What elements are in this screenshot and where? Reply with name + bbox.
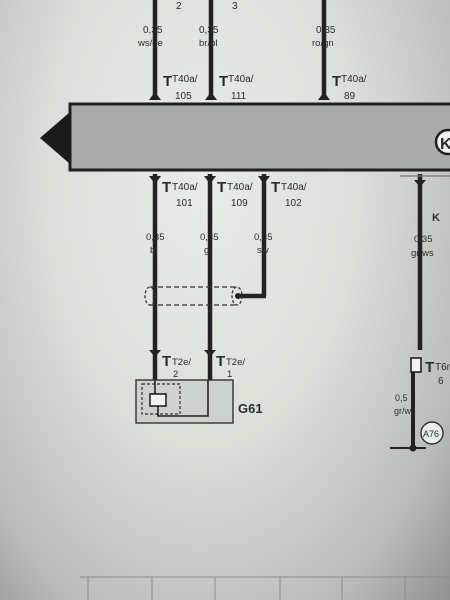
pin-arrow-icon (258, 176, 270, 184)
connector-id: T40a/ (172, 182, 198, 193)
shield-end-right (231, 286, 243, 306)
plug-letter: T (162, 353, 171, 370)
cable-shield (144, 286, 243, 306)
wire-color: gr/ws (411, 248, 434, 259)
plug-id: T2e/ (172, 357, 191, 368)
top-wire-1: 2 0,35 ws/ge T T40a/ 105 (137, 0, 198, 102)
plug-id: T2e/ (226, 357, 245, 368)
continuation-circle-label: K (440, 136, 450, 153)
wire-gauge: 0,35 (414, 234, 433, 245)
plug-arrow-icon (204, 350, 216, 357)
connector-bus-bar (68, 102, 450, 172)
pin-arrow-icon (149, 92, 161, 100)
wire-color: sw (257, 245, 269, 256)
pin-arrow-icon (205, 92, 217, 100)
continuation-circle (434, 128, 450, 156)
wire-color: bl (150, 245, 157, 256)
terminal-number: 109 (231, 198, 248, 209)
connector-id: T40a/ (172, 74, 198, 85)
connector-pin-box (410, 357, 422, 373)
connector-id: T40a/ (228, 74, 254, 85)
terminal-number: 105 (175, 91, 192, 102)
plug-pin: 1 (227, 369, 232, 380)
terminal-number: 111 (231, 91, 247, 102)
component-g61: G61 (135, 379, 263, 424)
wire-gauge: 0,35 (143, 25, 163, 36)
wire-gauge-2: 0,5 (395, 393, 408, 403)
wire-gauge: 0,35 (146, 232, 165, 243)
connector-letter: T (162, 179, 171, 196)
wire-gauge: 0,35 (199, 25, 219, 36)
connector-letter: T (271, 179, 280, 196)
ground-point-label: A76 (423, 429, 439, 439)
bus-bar-arrow-icon (40, 112, 70, 164)
shield-junction-dot (235, 293, 241, 299)
wire-color-2: gr/ws (394, 406, 416, 416)
connector-letter: T (217, 179, 226, 196)
grid-strip-ticks (87, 577, 406, 600)
internal-wire (157, 380, 209, 417)
bottom-wire-1: T T40a/ 101 0,35 bl T T2e/ 2 (146, 174, 198, 380)
terminal-number: 89 (344, 91, 356, 102)
terminal-number: 101 (176, 198, 193, 209)
sensor-dashed-box (141, 383, 181, 415)
pin-arrow-icon (318, 92, 330, 100)
wire-gauge: 0,35 (200, 232, 219, 243)
pin-number: 3 (232, 1, 238, 12)
sensor-element-icon (149, 393, 167, 407)
terminal-number: 102 (285, 198, 302, 209)
wire-color: ro/gn (312, 38, 334, 49)
terminal-number: 6 (438, 376, 444, 387)
connector-letter: T (425, 359, 434, 376)
branch-marker: K (432, 212, 440, 224)
connector-id: T40a/ (227, 182, 253, 193)
wire-color: br/bl (199, 38, 217, 49)
wire-gauge: 0,35 (316, 25, 336, 36)
pin-arrow-icon (414, 180, 426, 187)
pin-number: 2 (176, 1, 182, 12)
connector-id: T40a/ (341, 74, 367, 85)
bottom-wire-3: T T40a/ 102 0,35 sw (236, 174, 307, 299)
connector-letter: T (163, 73, 172, 90)
pin-arrow-icon (204, 176, 216, 184)
bottom-wire-2: T T40a/ 109 0,35 gr T T2e/ 1 (200, 174, 253, 380)
plug-pin: 2 (173, 369, 178, 380)
plug-arrow-icon (149, 350, 161, 357)
wire-color: ws/ge (137, 38, 163, 49)
connector-id: T40a/ (281, 182, 307, 193)
ground-point-circle (420, 421, 444, 445)
connector-id: T6n (435, 362, 450, 373)
connector-letter: T (219, 73, 228, 90)
top-wire-3: 0,35 ro/gn T T40a/ 89 (312, 0, 367, 102)
wire-gauge: 0,35 (254, 232, 273, 243)
pin-arrow-icon (149, 176, 161, 184)
component-label: G61 (238, 401, 263, 416)
right-branch: K 0,35 gr/ws T T6n 6 0,5 gr/ws A76 (390, 174, 450, 452)
wire-color: gr (204, 245, 212, 256)
top-wire-2: 3 0,35 br/bl T T40a/ 111 (199, 0, 254, 102)
plug-letter: T (216, 353, 225, 370)
connector-letter: T (332, 73, 341, 90)
ground-junction-dot (409, 444, 417, 452)
